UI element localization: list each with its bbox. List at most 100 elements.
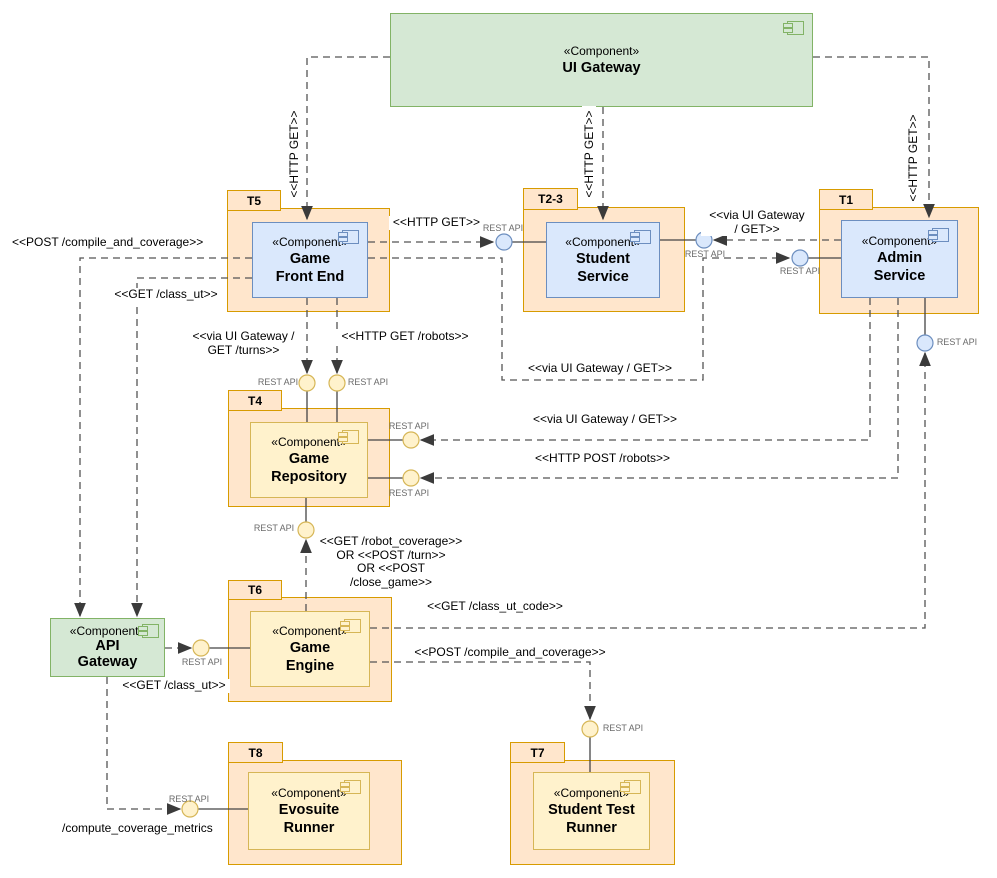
component-stereotype: «Component» <box>563 43 640 58</box>
component-stereotype: «Component» <box>861 233 938 248</box>
package-tab-t5: T5 <box>227 190 281 211</box>
package-tab-t8: T8 <box>228 742 283 763</box>
component-name-admin-service: Admin Service <box>873 249 926 284</box>
component-stereotype: «Component» <box>271 434 347 449</box>
package-label-t6: T6 <box>247 583 262 597</box>
component-stereotype: «Component» <box>69 624 146 638</box>
component-name-student-test-runner: Student Test Runner <box>548 801 635 836</box>
edge-apigateway-to-evosuiterunner <box>106 677 182 815</box>
edge-uigateway-to-adminservice <box>813 56 935 219</box>
interface-label-rest-api: REST API <box>253 523 295 533</box>
rest-api-interface <box>791 249 809 267</box>
package-tab-t6: T6 <box>228 580 282 600</box>
component-game-engine: «Component» Game Engine <box>250 611 370 687</box>
edge-gamefrontend-to-apigateway-get <box>131 277 252 618</box>
edge-label-post-compile-test-runner: <<POST /compile_and_coverage>> <box>410 645 610 660</box>
component-game-front-end: «Component» Game Front End <box>252 222 368 298</box>
rest-api-interface <box>298 374 316 392</box>
rest-api-interface <box>402 469 420 487</box>
edge-label-http-get-middle: <<HTTP GET>> <box>582 106 596 202</box>
edge-label-via-ui-gateway-get-repository: <<via UI Gateway / GET>> <box>515 412 695 427</box>
rest-api-interface <box>181 800 199 818</box>
rest-api-interface <box>192 639 210 657</box>
interface-label-rest-api: REST API <box>388 421 430 431</box>
interface-label-rest-api: REST API <box>779 266 821 276</box>
edge-label-http-post-robots: <<HTTP POST /robots>> <box>520 451 685 466</box>
component-evosuite-runner: «Component» Evosuite Runner <box>248 772 370 850</box>
package-label-t1: T1 <box>838 192 853 207</box>
component-stereotype: «Component» <box>271 785 347 800</box>
edge-label-engine-repository-calls: <<GET /robot_coverage>> OR <<POST /turn>… <box>315 534 467 589</box>
interface-label-rest-api: REST API <box>347 377 389 387</box>
edge-label-via-ui-gateway-get-admin: <<via UI Gateway / GET>> <box>520 361 680 376</box>
package-label-t7: T7 <box>530 745 545 760</box>
rest-api-interface <box>297 521 315 539</box>
component-name-game-engine: Game Engine <box>285 639 335 674</box>
package-tab-t1: T1 <box>819 189 873 210</box>
interface-label-rest-api: REST API <box>257 377 299 387</box>
component-name-api-gateway: API Gateway <box>77 638 138 670</box>
edge-gameengine-to-studenttestrunner <box>370 661 596 721</box>
edge-label-compute-coverage-metrics: /compute_coverage_metrics <box>62 821 227 836</box>
edge-uigateway-to-gamefrontend <box>301 56 390 221</box>
interface-label-rest-api: REST API <box>602 723 644 733</box>
edge-label-http-get-right: <<HTTP GET>> <box>906 110 920 206</box>
edge-label-via-ui-gateway-get-student: <<via UI Gateway / GET>> <box>701 208 813 236</box>
edge-label-post-compile-and-coverage: <<POST /compile_and_coverage>> <box>12 235 220 250</box>
interface-label-rest-api: REST API <box>936 337 978 347</box>
component-icon <box>783 21 804 35</box>
rest-api-interface <box>328 374 346 392</box>
component-icon <box>338 230 359 244</box>
component-stereotype: «Component» <box>272 623 348 638</box>
interface-label-rest-api: REST API <box>684 249 726 259</box>
component-icon <box>340 780 361 794</box>
component-icon <box>338 430 359 444</box>
edge-gamefrontend-to-apigateway-post <box>74 257 252 618</box>
package-tab-t7: T7 <box>510 742 565 763</box>
rest-api-interface <box>402 431 420 449</box>
edge-label-http-get-left: <<HTTP GET>> <box>287 106 301 202</box>
edge-label-get-class-ut-code: <<GET /class_ut_code>> <box>420 599 570 614</box>
component-api-gateway: «Component» API Gateway <box>50 618 165 677</box>
component-student-service: «Component» Student Service <box>546 222 660 298</box>
package-label-t5: T5 <box>246 193 261 208</box>
component-game-repository: «Component» Game Repository <box>250 422 368 498</box>
edge-gamefrontend-to-adminservice <box>368 252 791 381</box>
interface-label-rest-api: REST API <box>181 657 223 667</box>
component-admin-service: «Component» Admin Service <box>841 220 958 298</box>
edge-label-http-get: <<HTTP GET>> <box>389 215 484 230</box>
interface-label-rest-api: REST API <box>388 488 430 498</box>
rest-api-interface <box>495 233 513 251</box>
edge-gameengine-to-adminservice <box>370 351 931 629</box>
interface-label-rest-api: REST API <box>482 223 524 233</box>
component-name-game-front-end: Game Front End <box>275 250 345 285</box>
edge-adminservice-to-gamerepository-post <box>419 298 899 484</box>
component-icon <box>630 230 651 244</box>
edge-label-http-get-robots: <<HTTP GET /robots>> <box>336 329 474 344</box>
component-name-game-repository: Game Repository <box>271 450 347 485</box>
edge-label-get-class-ut-api-gateway: <<GET /class_ut>> <box>118 678 230 693</box>
component-name-student-service: Student Service <box>576 250 630 285</box>
package-tab-t2-3: T2-3 <box>523 188 578 210</box>
package-label-t8: T8 <box>248 745 263 760</box>
component-icon <box>138 624 159 638</box>
rest-api-interface <box>581 720 599 738</box>
component-student-test-runner: «Component» Student Test Runner <box>533 772 650 850</box>
rest-api-interface <box>916 334 934 352</box>
component-icon <box>340 619 361 633</box>
component-icon <box>928 228 949 242</box>
edge-label-get-class-ut: <<GET /class_ut>> <box>110 287 222 302</box>
component-stereotype: «Component» <box>553 785 630 800</box>
component-icon <box>620 780 641 794</box>
component-ui-gateway: «Component» UI Gateway <box>390 13 813 107</box>
edge-label-via-ui-gateway-get-turns: <<via UI Gateway / GET /turns>> <box>186 329 301 357</box>
package-tab-t4: T4 <box>228 390 282 411</box>
component-name-ui-gateway: UI Gateway <box>562 59 641 76</box>
interface-label-rest-api: REST API <box>168 794 210 804</box>
component-stereotype: «Component» <box>565 234 641 249</box>
component-name-evosuite-runner: Evosuite Runner <box>278 801 340 836</box>
package-label-t4: T4 <box>247 393 262 408</box>
package-label-t2-3: T2-3 <box>538 192 563 206</box>
